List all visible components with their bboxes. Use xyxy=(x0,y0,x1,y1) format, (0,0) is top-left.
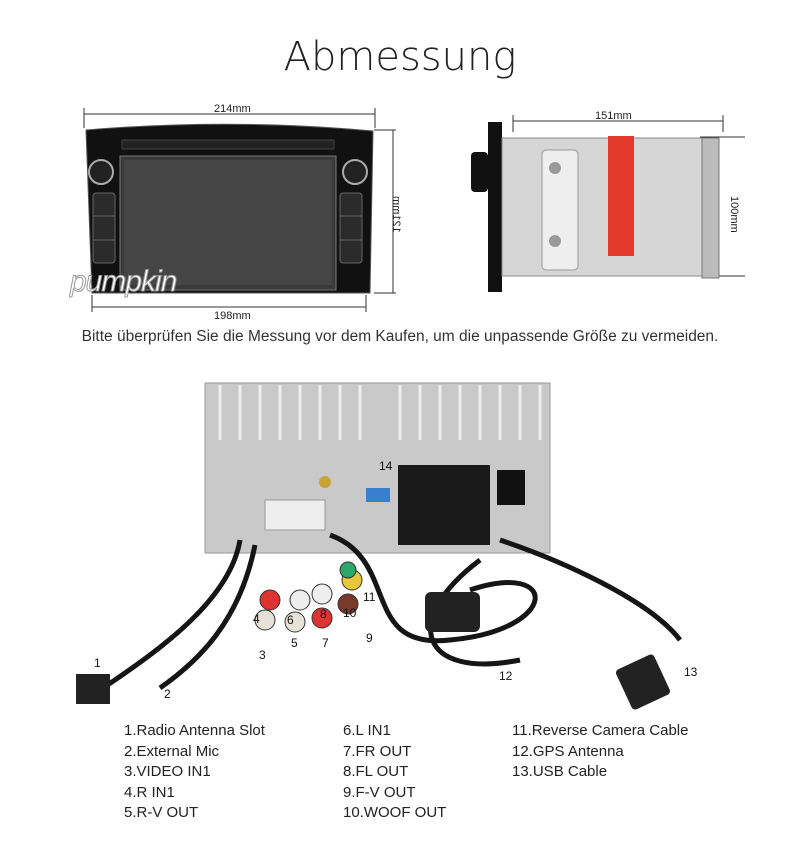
callout-8: 8 xyxy=(320,607,327,621)
callout-9: 9 xyxy=(366,631,373,645)
front-width-top-label: 214mm xyxy=(214,103,251,115)
page-title: Abmessung xyxy=(283,34,517,80)
callout-3: 3 xyxy=(259,648,266,662)
legend-column-2: 6.L IN1 7.FR OUT 8.FL OUT 9.F-V OUT 10.W… xyxy=(343,721,446,824)
legend-item: 8.FL OUT xyxy=(343,763,409,780)
measurement-note: Bitte überprüfen Sie die Messung vor dem… xyxy=(81,328,719,345)
side-view xyxy=(471,115,745,292)
callout-5: 5 xyxy=(291,636,298,650)
legend-item: 7.FR OUT xyxy=(343,742,412,760)
callout-6: 6 xyxy=(287,613,294,627)
front-view xyxy=(83,108,396,312)
callout-7: 7 xyxy=(322,636,329,650)
legend-item: 3.VIDEO IN1 xyxy=(124,763,211,780)
brand-logo: pumpkin xyxy=(69,265,177,299)
legend-column-1: 1.Radio Antenna Slot 2.External Mic 3.VI… xyxy=(124,721,265,824)
legend-item: 13.USB Cable xyxy=(512,763,608,780)
legend-item: 4.R IN1 xyxy=(124,783,175,801)
legend-item: 5.R-V OUT xyxy=(124,804,199,821)
callout-4: 4 xyxy=(253,612,260,626)
callout-1: 1 xyxy=(94,656,101,670)
callout-11: 11 xyxy=(363,590,376,604)
legend-item: 11.Reverse Camera Cable xyxy=(512,722,689,739)
legend-item: 2.External Mic xyxy=(124,742,220,760)
rear-view xyxy=(76,382,682,710)
front-height-label: 121mm xyxy=(390,196,402,233)
callout-12: 12 xyxy=(499,669,513,683)
legend-item: 9.F-V OUT xyxy=(343,783,416,801)
legend-item: 6.L IN1 xyxy=(343,722,391,739)
legend-item: 12.GPS Antenna xyxy=(512,742,624,760)
legend-column-3: 11.Reverse Camera Cable 12.GPS Antenna 1… xyxy=(512,721,688,783)
callout-2: 2 xyxy=(164,687,171,701)
legend-item: 10.WOOF OUT xyxy=(343,804,447,821)
side-height-label: 100mm xyxy=(728,196,740,233)
callout-14: 14 xyxy=(379,459,393,473)
callout-13: 13 xyxy=(684,665,698,679)
callout-10: 10 xyxy=(343,606,357,620)
side-depth-label: 151mm xyxy=(595,110,632,122)
front-width-bottom-label: 198mm xyxy=(214,310,251,322)
legend-item: 1.Radio Antenna Slot xyxy=(124,722,265,739)
